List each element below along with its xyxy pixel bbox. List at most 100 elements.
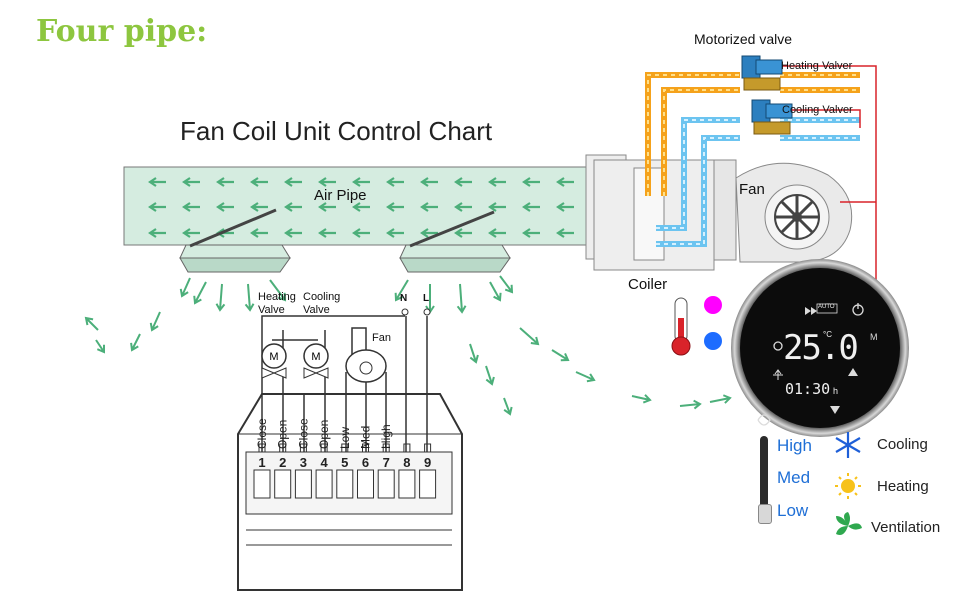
duct-airflow-arrow xyxy=(454,177,472,187)
room-airflow-arrow xyxy=(215,283,226,312)
duct-airflow-arrow xyxy=(420,177,438,187)
wiring-heating-valve-label: Heating Valve xyxy=(258,291,296,316)
heating-motorized-valve xyxy=(741,55,783,91)
terminal-function-label: Close xyxy=(255,418,269,449)
neutral-label: N xyxy=(400,293,408,304)
terminal-number: 5 xyxy=(341,455,348,470)
coiler-label: Coiler xyxy=(628,276,668,293)
terminal-cell xyxy=(398,469,416,499)
ventilation-fan-icon xyxy=(836,512,862,535)
room-airflow-arrow xyxy=(469,343,479,364)
fan-mode-icon xyxy=(805,307,817,315)
terminal-number: 3 xyxy=(300,455,307,470)
duct-airflow-arrow xyxy=(284,228,302,238)
room-airflow-arrow xyxy=(499,275,514,294)
duct-airflow-arrow xyxy=(284,177,302,187)
thermostat-temperature: 25.0 xyxy=(783,328,859,368)
room-airflow-arrow xyxy=(193,281,207,305)
terminal-cell xyxy=(336,469,354,499)
legend-cooling: Cooling xyxy=(877,436,928,453)
duct-airflow-arrow xyxy=(420,228,438,238)
room-airflow-arrow xyxy=(709,394,732,404)
terminal-function-label: Close xyxy=(296,418,310,449)
live-label: L xyxy=(423,293,430,304)
duct-airflow-arrow xyxy=(488,177,506,187)
svg-text:M: M xyxy=(311,351,320,363)
room-airflow-arrow xyxy=(551,349,570,362)
duct-airflow-arrow xyxy=(522,177,540,187)
duct-airflow-arrow xyxy=(454,202,472,212)
duct-airflow-arrow xyxy=(488,202,506,212)
duct-airflow-arrow xyxy=(148,177,166,187)
room-airflow-arrow xyxy=(179,277,191,298)
duct-airflow-arrow xyxy=(454,228,472,238)
duct-airflow-arrow xyxy=(386,177,404,187)
room-airflow-arrow xyxy=(84,316,99,331)
duct-airflow-arrow xyxy=(522,228,540,238)
probe-tip xyxy=(758,504,772,524)
terminal-cells xyxy=(253,443,437,499)
fan-speed-high: High xyxy=(777,436,812,455)
duct-airflow-arrow xyxy=(352,177,370,187)
room-airflow-arrow xyxy=(575,371,596,383)
live-terminal xyxy=(423,308,431,316)
thermostat-time-suffix: h xyxy=(833,386,839,396)
heat-indicator-dot xyxy=(704,296,722,314)
room-airflow-arrow xyxy=(394,279,409,302)
fan-label: Fan xyxy=(739,181,765,198)
cooling-motorized-valve xyxy=(751,99,793,135)
heating-sun-icon xyxy=(835,473,861,499)
room-airflow-arrow xyxy=(95,339,105,354)
terminal-function-label: Open xyxy=(317,420,331,449)
duct-airflow-arrow xyxy=(250,228,268,238)
cooling-pipe-dashes xyxy=(656,119,860,245)
duct-airflow-arrow xyxy=(284,202,302,212)
duct-airflow-arrow xyxy=(148,202,166,212)
auto-tag-box xyxy=(816,303,838,314)
terminal-function-label: Med xyxy=(359,426,373,449)
down-arrow-icon[interactable] xyxy=(830,406,840,414)
cooling-valve-symbol-icon: M xyxy=(303,343,329,379)
terminal-cell xyxy=(419,469,437,499)
thermostat: M xyxy=(731,259,909,437)
duct-airflow-arrow xyxy=(250,202,268,212)
fan-coil-housing xyxy=(585,154,853,271)
mode-key[interactable]: M xyxy=(870,332,878,342)
room-airflow-arrow xyxy=(269,279,287,302)
room-airflow-arrow xyxy=(631,394,652,404)
fan-speed-low: Low xyxy=(777,501,809,520)
duct-airflow-arrow xyxy=(386,202,404,212)
terminal-post xyxy=(320,443,328,453)
clock-icon xyxy=(773,341,783,351)
duct-airflow-arrow xyxy=(182,202,200,212)
terminal-function-label: Open xyxy=(276,420,290,449)
terminal-number: 1 xyxy=(258,455,265,470)
chart-title: Fan Coil Unit Control Chart xyxy=(180,116,493,146)
duct-airflow-arrow xyxy=(182,177,200,187)
terminal-cell xyxy=(377,469,395,499)
room-airflow-arrow xyxy=(130,333,141,352)
duct-airflow-arrow xyxy=(148,228,166,238)
room-airflow-arrow xyxy=(519,327,540,346)
cool-indicator-dot xyxy=(704,332,722,350)
terminal-cell xyxy=(315,469,333,499)
control-wiring xyxy=(782,65,877,292)
air-pipe xyxy=(123,166,587,246)
page-heading: Four pipe: xyxy=(36,14,208,49)
duct-airflow-arrow xyxy=(522,202,540,212)
terminal-cell xyxy=(357,469,374,499)
duct-airflow-arrow xyxy=(182,228,200,238)
duct-airflow-arrow xyxy=(352,228,370,238)
duct-airflow-arrow xyxy=(420,202,438,212)
duct-airflow-arrow xyxy=(556,228,574,238)
terminal-post xyxy=(341,443,349,453)
cooling-valve-top-label: Cooling Valver xyxy=(782,104,853,116)
up-arrow-icon[interactable] xyxy=(848,368,858,376)
temperature-probe xyxy=(760,436,768,510)
thermostat-unit: °C xyxy=(823,330,832,339)
cooling-snowflake-icon xyxy=(835,432,861,458)
neutral-terminal xyxy=(401,308,409,316)
wiring-fan-label: Fan xyxy=(372,332,391,344)
terminal-number: 6 xyxy=(362,455,369,470)
